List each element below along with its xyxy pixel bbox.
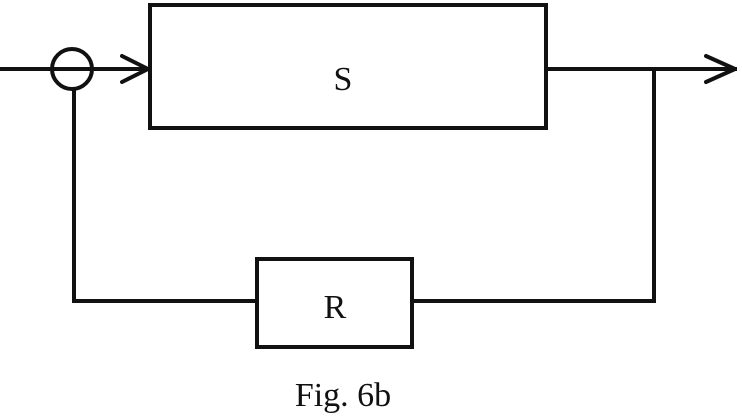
output-arrowhead [704,54,737,84]
feedback-block-r [255,257,414,349]
forward-block-label: S [334,61,353,98]
feedback-block-label: R [324,289,347,326]
figure-caption: Fig. 6b [295,377,391,414]
feedback-path-right [410,67,656,303]
forward-block-s [148,3,548,130]
feedback-path-left [72,87,259,303]
